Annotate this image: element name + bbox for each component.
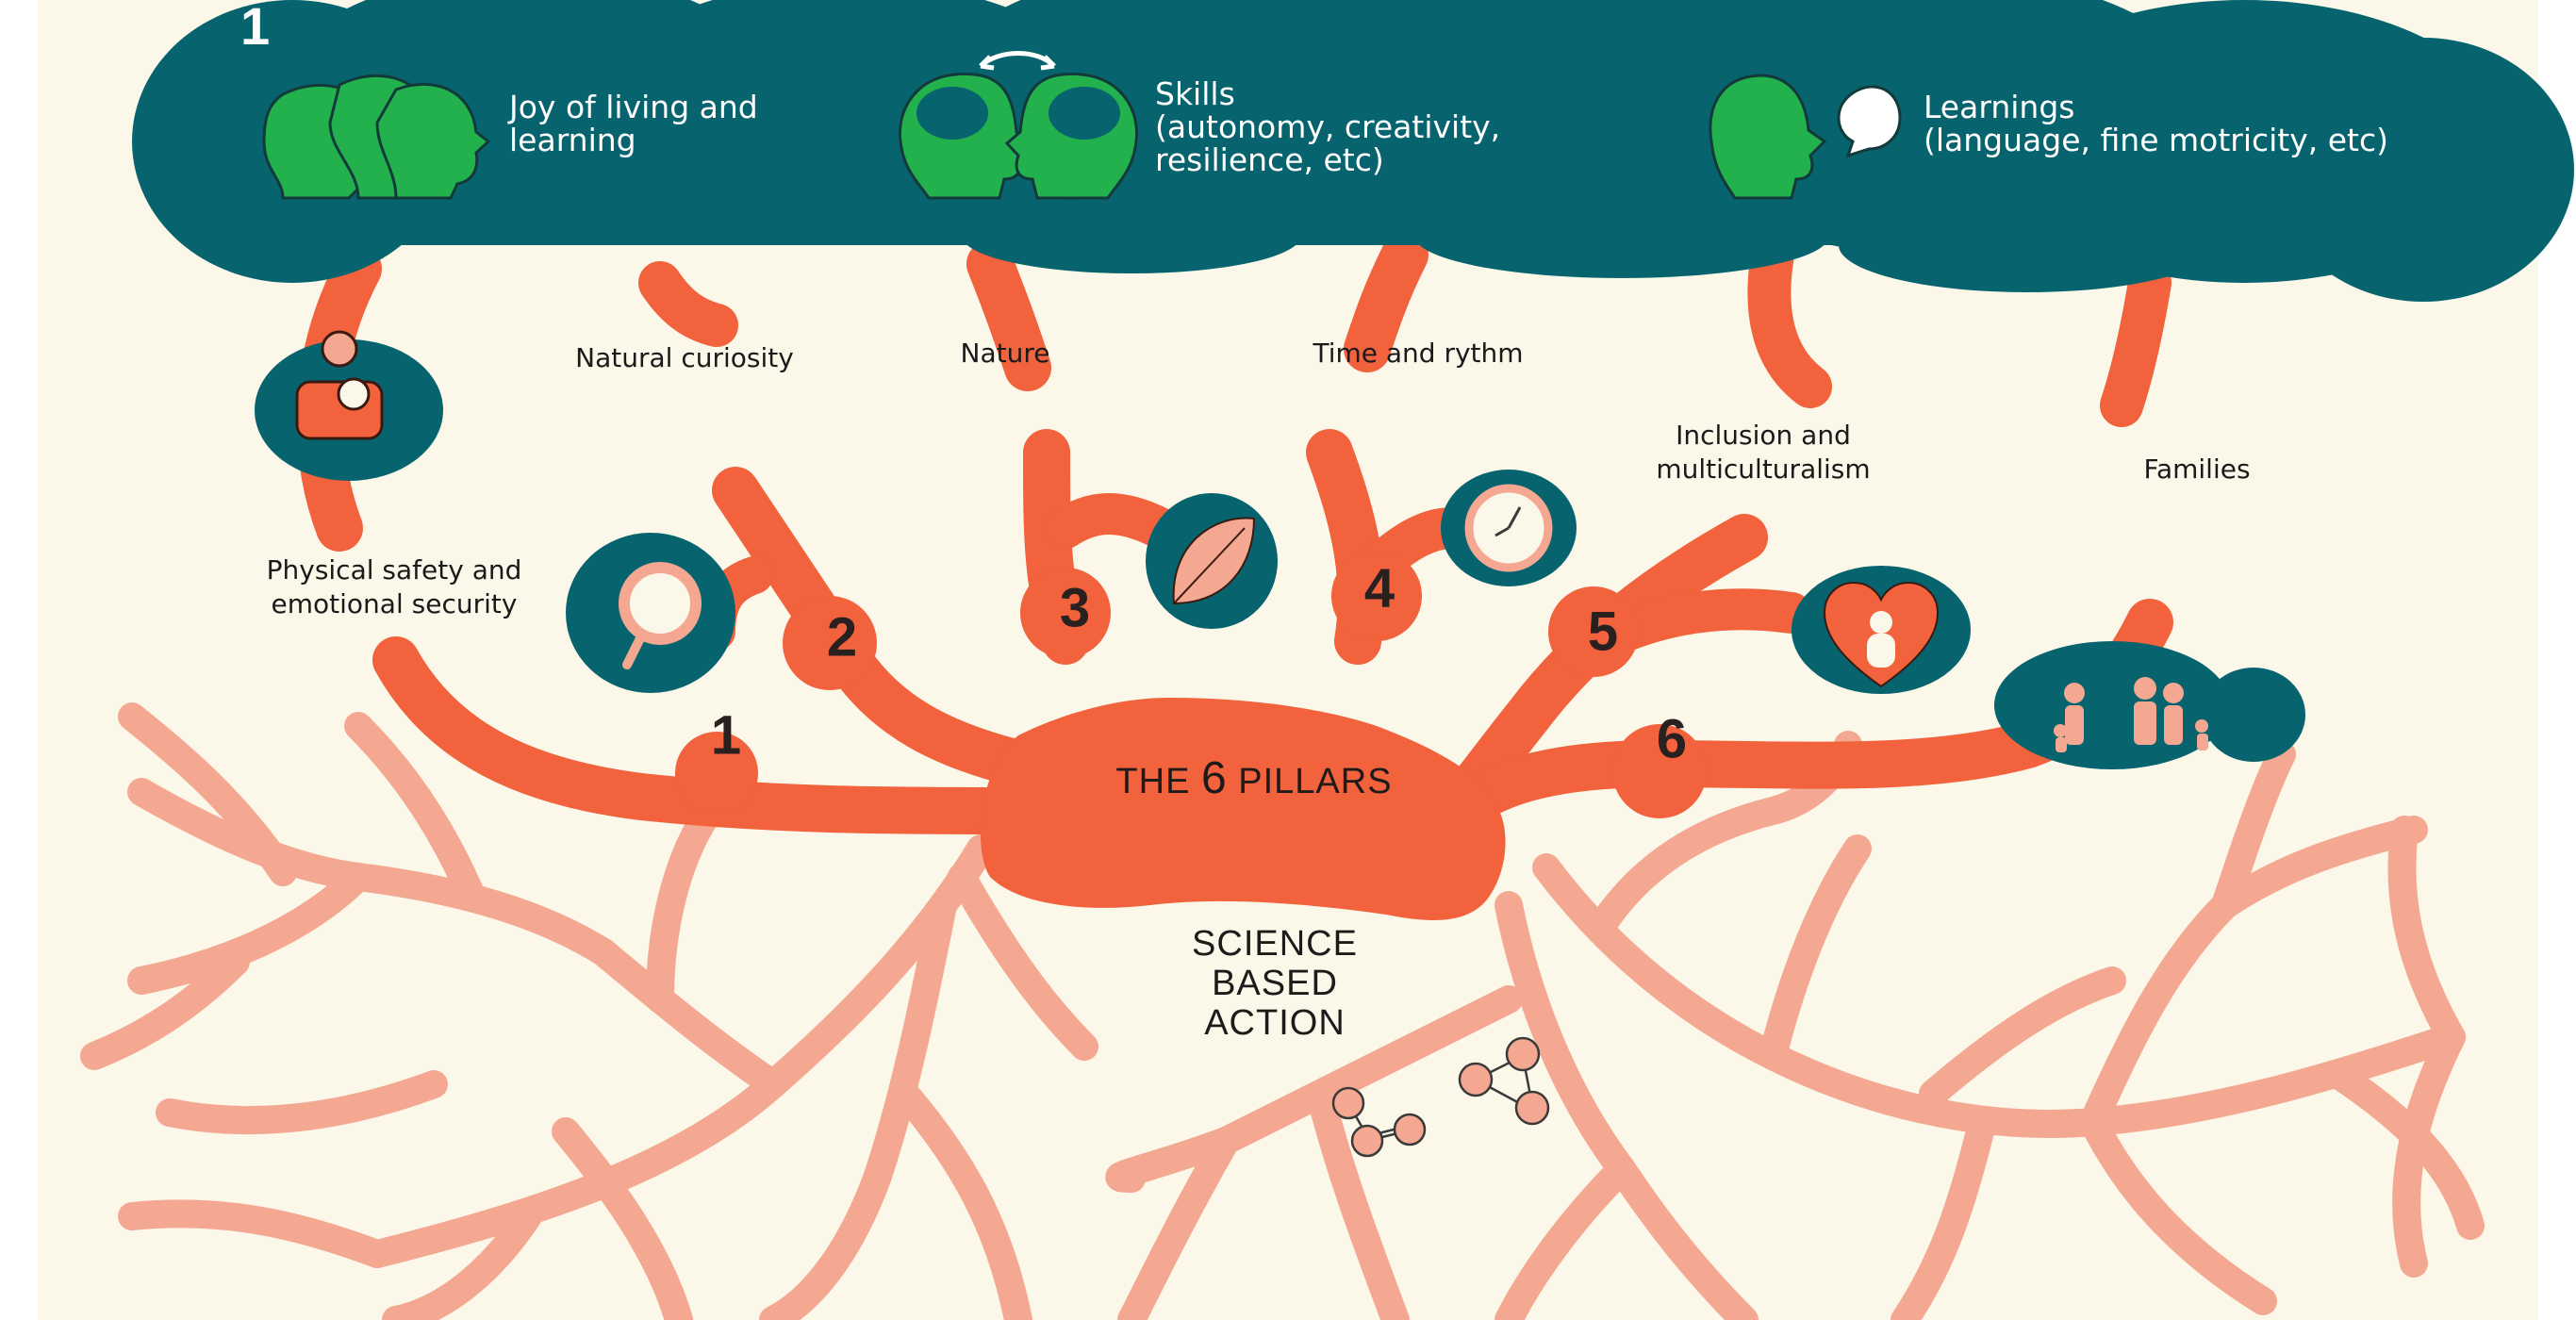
canopy-item-learnings: Learnings (language, fine motricity, etc… bbox=[1924, 89, 2389, 158]
canopy-item-joy: Joy of living and learning bbox=[509, 89, 758, 158]
label-curiosity: Natural curiosity bbox=[575, 342, 794, 373]
pillar-node-2 bbox=[783, 596, 877, 690]
roots-label: SCIENCE BASED ACTION bbox=[1192, 924, 1358, 1043]
family-group-icon bbox=[2054, 677, 2208, 752]
speaking-head-icon bbox=[1709, 74, 1902, 200]
pillar-number-6: 6 bbox=[1656, 708, 1688, 770]
family-group-blob bbox=[1994, 641, 2305, 769]
trunk bbox=[981, 698, 1506, 920]
label-families: Families bbox=[2143, 454, 2251, 485]
pillar-node-6 bbox=[1612, 724, 1707, 818]
label-nature: Nature bbox=[960, 338, 1050, 369]
trunk-label: THE 6 PILLARS bbox=[1115, 756, 1393, 802]
leaf-blob bbox=[1146, 493, 1278, 629]
canopy-item-skills: Skills (autonomy, creativity, resilience… bbox=[1155, 75, 1501, 178]
magnifier-blob bbox=[566, 533, 735, 693]
pillar-number-1: 1 bbox=[710, 704, 742, 767]
pillar-number-2: 2 bbox=[826, 606, 858, 668]
trunk-label-six: 6 bbox=[1200, 753, 1228, 803]
parent-child-blob bbox=[255, 330, 443, 481]
pillar-node-5 bbox=[1548, 586, 1639, 677]
molecule-icon bbox=[1331, 1036, 1550, 1158]
pillar-number-3: 3 bbox=[1059, 577, 1091, 639]
magnifier-icon bbox=[619, 562, 702, 645]
label-safety: Physical safety and emotional security bbox=[266, 554, 522, 619]
pillar-number-4: 4 bbox=[1363, 557, 1395, 619]
pillar-node-3 bbox=[1020, 568, 1111, 658]
label-time: Time and rythm bbox=[1313, 338, 1524, 369]
label-inclusion: Inclusion and multiculturalism bbox=[1656, 420, 1871, 485]
overlapping-heads-icon bbox=[262, 74, 491, 200]
canopy-badge: 1 bbox=[240, 0, 271, 56]
roots bbox=[80, 702, 2485, 1320]
pillar-number-5: 5 bbox=[1587, 601, 1619, 663]
two-heads-exchange-icon bbox=[898, 51, 1139, 200]
clock-blob bbox=[1441, 470, 1577, 586]
pillar-node-1 bbox=[675, 732, 758, 815]
trunk-label-post: PILLARS bbox=[1227, 762, 1393, 801]
heart-family-blob bbox=[1792, 566, 1971, 694]
pillar-node-4 bbox=[1331, 551, 1422, 641]
trunk-label-pre: THE bbox=[1115, 762, 1201, 801]
